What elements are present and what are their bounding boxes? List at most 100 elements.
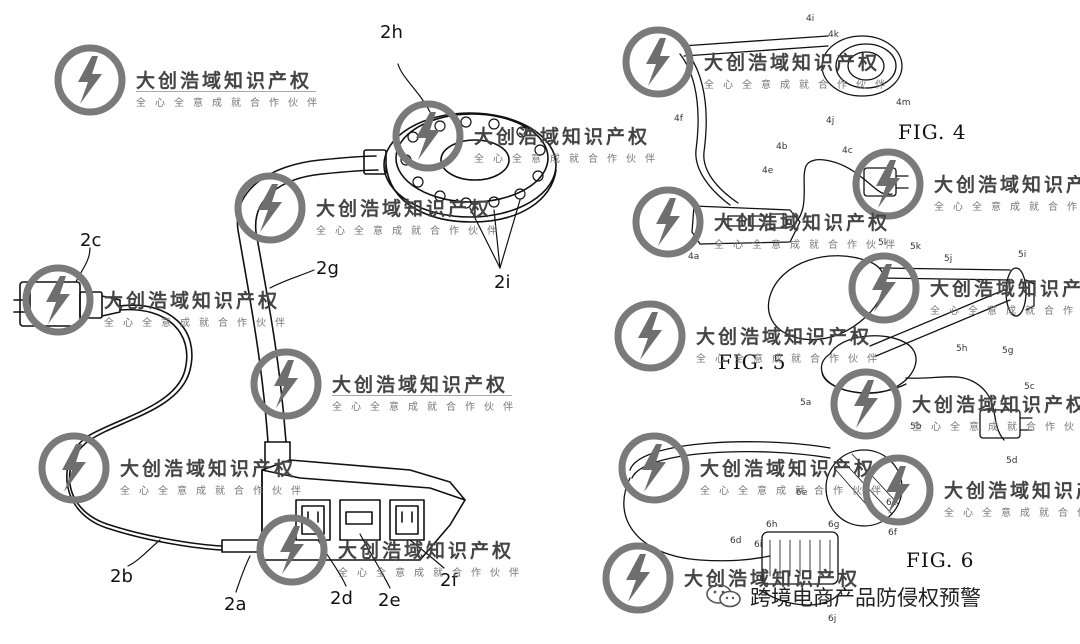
fig6-label: 6j [828,614,837,624]
fig5-label: 5a [800,398,812,408]
fig4-label: 4m [896,98,911,108]
watermark-name: 大创浩域知识产权 [474,126,651,148]
wechat-icon [706,584,741,608]
fig4-label: 4e [762,166,774,176]
watermark-slogan: 全心全意成就合作伙伴 [912,422,1080,433]
fig6-label: 6i [754,540,763,550]
watermark-name: 大创浩域知识产权 [944,480,1080,502]
watermark-slogan: 全心全意成就合作伙伴 [704,80,894,91]
label-2i: 2i [494,272,511,293]
label-2b: 2b [110,566,133,587]
watermark-name: 大创浩域知识产权 [934,174,1080,196]
watermark-slogan: 全心全意成就合作伙伴 [338,568,528,579]
footer-text: 跨境电商产品防侵权预警 [750,586,981,610]
watermark-logo-icon [256,514,328,586]
fig5-label: 5h [956,344,968,354]
footer-badge: 跨境电商产品防侵权预警 [700,582,1060,610]
fig6-label: 6g [828,520,840,530]
watermark-slogan: 全心全意成就合作伙伴 [696,354,886,365]
label-2e: 2e [378,590,401,611]
fig6-title: FIG. 6 [906,548,975,572]
fig4-drawing [679,35,909,245]
watermark: 大创浩域知识产权 全心全意成就合作伙伴 [616,430,881,506]
watermark-slogan: 全心全意成就合作伙伴 [700,486,890,497]
watermark-slogan: 全心全意成就合作伙伴 [930,306,1080,317]
watermark: 大创浩域知识产权 全心全意成就合作伙伴 [52,42,317,118]
watermark-slogan: 全心全意成就合作伙伴 [316,226,506,237]
watermark-logo-icon [250,348,322,420]
label-2f: 2f [440,570,458,591]
lamp-head-2h [363,112,557,223]
watermark: 大创浩域知识产权 全心全意成就合作伙伴 [36,430,301,506]
fig6-label: 6f [888,528,897,538]
watermark-slogan: 全心全意成就合作伙伴 [474,154,664,165]
watermark-slogan: 全心全意成就合作伙伴 [120,486,310,497]
watermark-logo-icon [54,44,126,116]
fig5-label: 5g [1002,346,1014,356]
fig4-label: 4c [842,146,853,156]
fig4-label: 4a [688,252,700,262]
fig4-label: 4b [776,142,788,152]
fig5-label: 5i [1018,250,1027,260]
watermark: 大创浩域知识产权 全心全意成就合作伙伴 [20,262,285,338]
watermark-name: 大创浩域知识产权 [912,394,1080,416]
watermark-slogan: 全心全意成就合作伙伴 [332,402,522,413]
watermark-name: 大创浩域知识产权 [338,540,515,562]
fig5-label: 5k [910,242,921,252]
label-2d: 2d [330,588,353,609]
watermark: 大创浩域知识产权 全心全意成就合作伙伴 [232,170,497,246]
watermark: 大创浩域知识产权 全心全意成就合作伙伴 [630,184,895,260]
fig6-label: 6d [730,536,742,546]
watermark-logo-icon [848,252,920,324]
watermark-logo-icon [852,148,924,220]
watermark-name: 大创浩域知识产权 [696,326,873,348]
watermark-logo-icon [392,100,464,172]
fig4-label: 4i [806,14,815,24]
watermark: 大创浩域知识产权 [600,540,857,616]
watermark-logo-icon [614,300,686,372]
watermark: 大创浩域知识产权 全心全意成就合作伙伴 [846,250,1080,326]
label-2h: 2h [380,22,403,43]
watermark-name: 大创浩域知识产权 [332,374,509,396]
watermark-logo-icon [234,172,306,244]
watermark-logo-icon [22,264,94,336]
label-2c: 2c [80,230,102,251]
fig5-title: FIG. 5 [718,350,787,374]
fig4-label: 4k [828,30,839,40]
watermark: 大创浩域知识产权 全心全意成就合作伙伴 [620,24,885,100]
watermark-logo-icon [862,454,934,526]
watermark-slogan: 全心全意成就合作伙伴 [714,240,904,251]
watermark-name: 大创浩域知识产权 [930,278,1080,300]
fig6-drawing [623,441,903,606]
fig5-label: 5b [910,422,922,432]
watermark-logo-icon [602,542,674,614]
watermark: 大创浩域知识产权 全心全意成就合作伙伴 [850,146,1080,222]
watermark-slogan: 全心全意成就合作伙伴 [136,98,326,109]
label-2g: 2g [316,258,339,279]
watermark: 大创浩域知识产权 全心全意成就合作伙伴 [860,452,1080,528]
watermark: 大创浩域知识产权 全心全意成就合作伙伴 [612,298,877,374]
watermark-slogan: 全心全意成就合作伙伴 [934,202,1080,213]
fig6-label: 6h [766,520,778,530]
main-device-drawing [13,63,557,593]
watermark: 大创浩域知识产权 全心全意成就合作伙伴 [254,512,519,588]
cord-2b [68,304,223,547]
led-array-2i [400,116,546,209]
fig6-label: 6c [886,498,897,508]
watermark-logo-icon [618,432,690,504]
watermark-name: 大创浩域知识产权 [316,198,493,220]
fig4-title: FIG. 4 [898,120,967,144]
watermark: 大创浩域知识产权 全心全意成就合作伙伴 [390,98,655,174]
watermark-name: 大创浩域知识产权 [136,70,313,92]
watermark-logo-icon [632,186,704,258]
fig6-label: 6e [796,488,808,498]
fig4-label: 4f [674,114,683,124]
watermark-logo-icon [830,368,902,440]
fig4-label: 4j [826,116,835,126]
watermark-name: 大创浩域知识产权 [120,458,297,480]
label-2a: 2a [224,594,247,615]
watermark-name: 大创浩域知识产权 [704,52,881,74]
base-2a [221,441,466,561]
watermark-name: 大创浩域知识产权 [684,568,861,590]
